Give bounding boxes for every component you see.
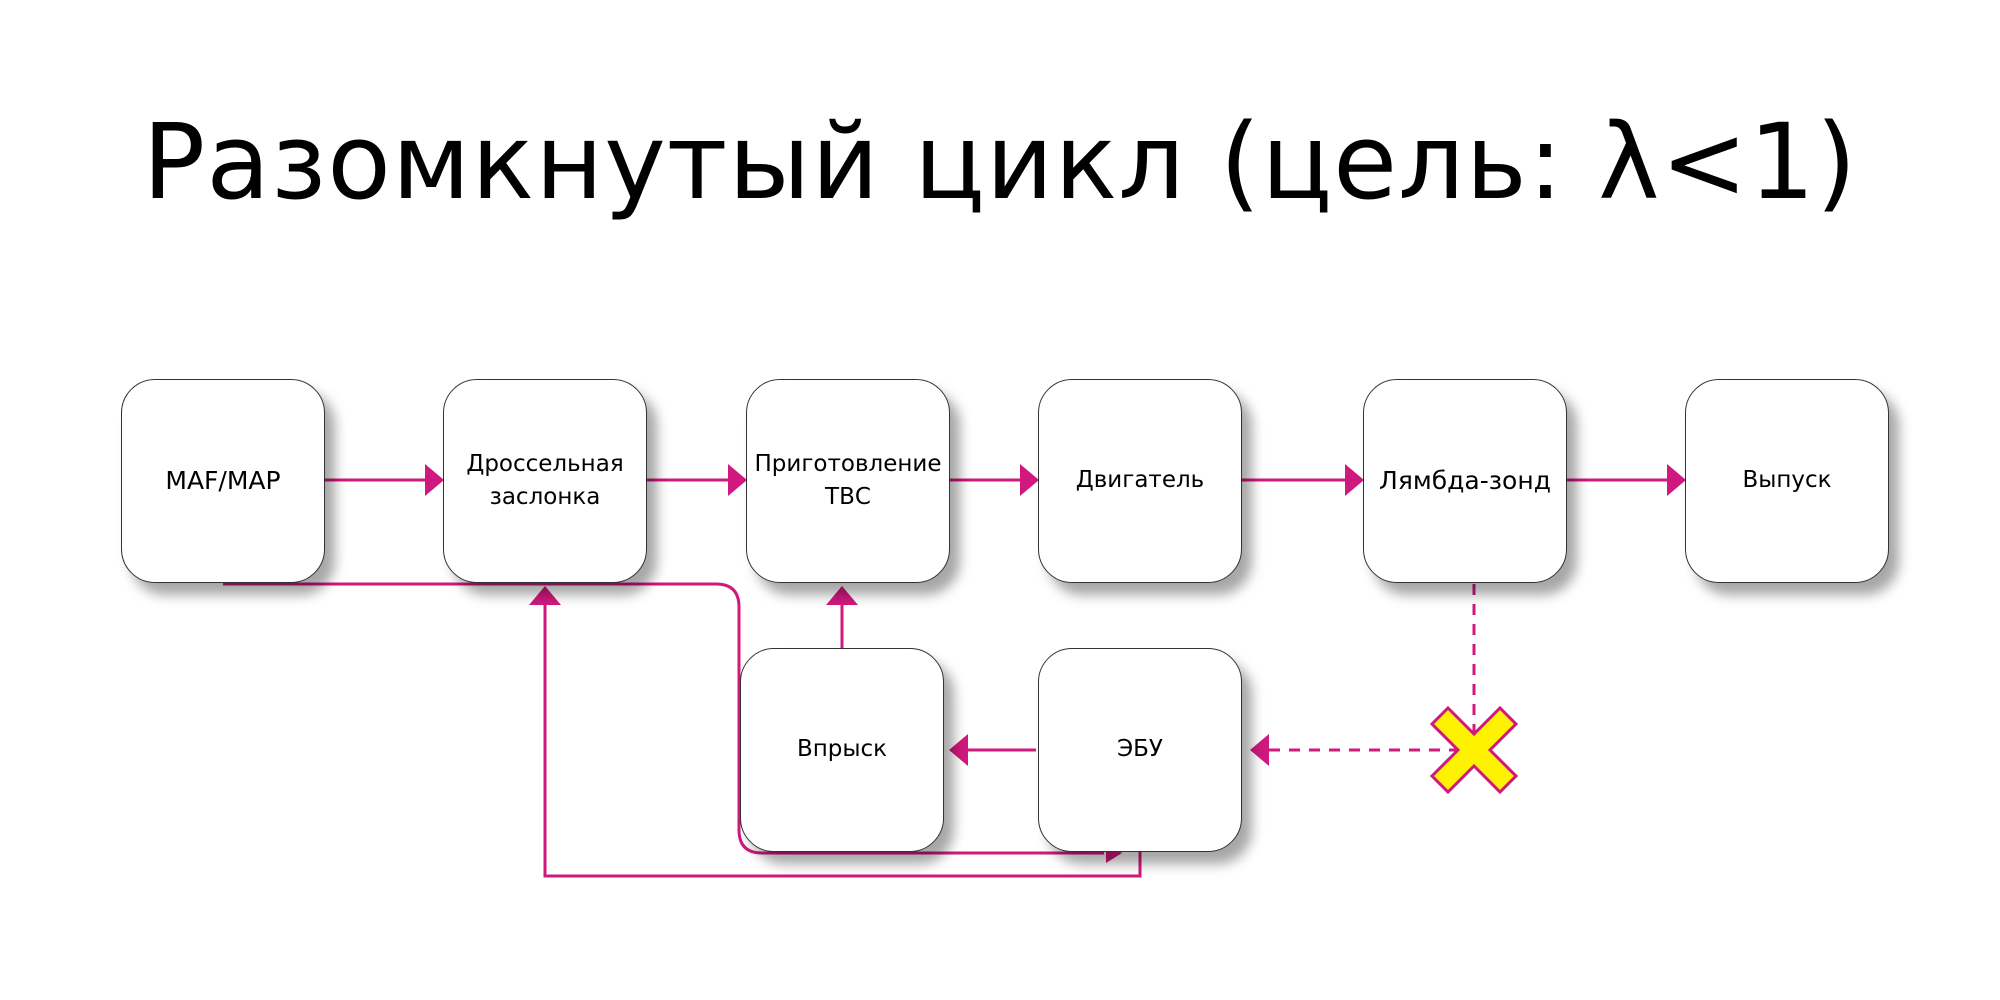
arrowhead-mixture [728, 464, 747, 496]
blocked-cross-icon [1429, 705, 1519, 795]
arrowhead-lambda [1345, 464, 1364, 496]
node-injection-label: Впрыск [796, 736, 888, 763]
node-ecu: ЭБУ [1038, 648, 1242, 852]
node-throttle: Дроссельная заслонка [443, 379, 647, 583]
node-mixture-label: Приготовление ТВС [754, 450, 942, 510]
arrowhead-injection [949, 734, 968, 766]
page-title: Разомкнутый цикл (цель: λ<1) [142, 101, 1858, 223]
node-maf-map-label: MAF/MAP [165, 465, 281, 495]
edge-maf-to-ecu [223, 582, 1104, 855]
node-ecu-label: ЭБУ [1117, 736, 1163, 763]
edge-ecu-to-throttle [543, 605, 1142, 878]
node-exhaust: Выпуск [1685, 379, 1889, 583]
node-lambda-label: Лямбда-зонд [1379, 465, 1551, 495]
node-throttle-label: Дроссельная заслонка [466, 450, 624, 510]
arrowhead-ecu-dashed [1250, 734, 1269, 766]
node-engine-label: Двигатель [1075, 467, 1205, 494]
node-maf-map: MAF/MAP [121, 379, 325, 583]
node-exhaust-label: Выпуск [1742, 467, 1832, 494]
node-injection: Впрыск [740, 648, 944, 852]
node-engine: Двигатель [1038, 379, 1242, 583]
arrowhead-throttle [425, 464, 444, 496]
arrowhead-engine [1020, 464, 1039, 496]
node-mixture: Приготовление ТВС [746, 379, 950, 583]
node-lambda: Лямбда-зонд [1363, 379, 1567, 583]
arrowhead-throttle-bottom [529, 586, 561, 605]
arrowhead-exhaust [1667, 464, 1686, 496]
arrowhead-mixture-from-injection [826, 586, 858, 605]
